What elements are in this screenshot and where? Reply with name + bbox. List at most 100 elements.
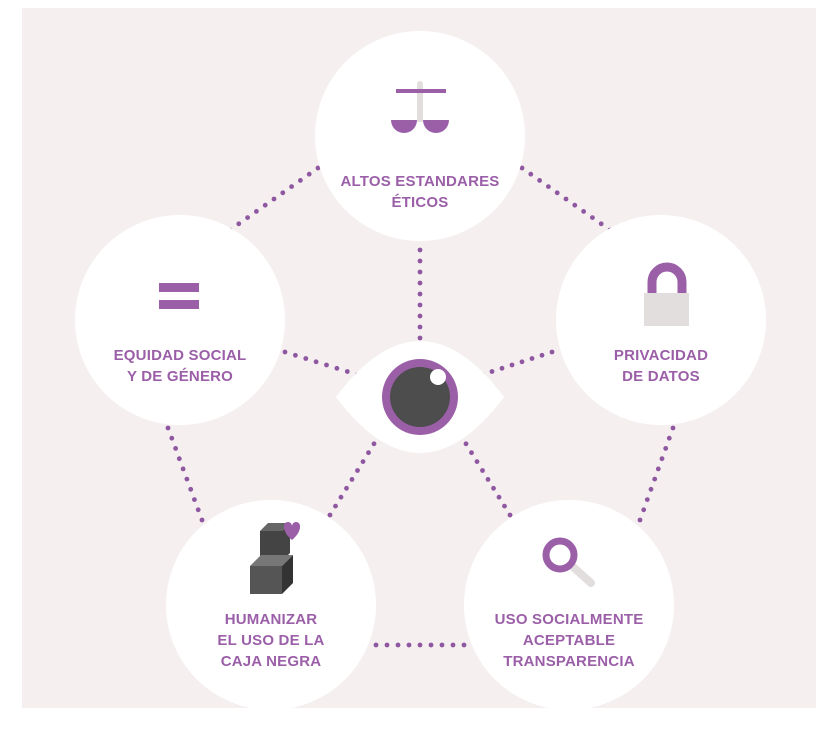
connector-dot [655, 466, 661, 472]
eye-icon [336, 341, 504, 453]
connector-dot [463, 441, 469, 447]
connector-dot [236, 221, 242, 227]
connector-dot [324, 362, 329, 368]
connector-dot [417, 269, 423, 275]
connector-dot [439, 642, 445, 648]
connector-dot [313, 359, 319, 365]
connector-dot [549, 349, 555, 355]
label-humanizar: HUMANIZAR EL USO DE LA CAJA NEGRA [217, 611, 325, 670]
connector-dot [461, 642, 467, 648]
connector-dot [491, 485, 496, 491]
connector-dot [282, 349, 288, 355]
connector-dot [572, 202, 578, 208]
connector-dot [303, 356, 309, 361]
connector-dot [474, 459, 480, 464]
connector-dot [176, 456, 182, 462]
connector-dot [333, 503, 338, 509]
connector-dot [489, 369, 495, 374]
connector-dot [327, 512, 333, 518]
node-circle-left [75, 215, 285, 425]
connector-dot [563, 196, 569, 202]
label-privacidad: PRIVACIDAD DE DATOS [613, 347, 709, 385]
dotted-connectors [165, 165, 676, 648]
connector-dot [192, 497, 197, 502]
connector-right-bottomright [637, 425, 676, 523]
connector-dot [417, 247, 423, 253]
connector-dot [417, 291, 423, 297]
scales-icon [391, 81, 449, 133]
connector-dot [428, 642, 434, 648]
connector-dot [417, 313, 423, 319]
connector-dot [529, 356, 535, 361]
connector-dot [417, 302, 423, 308]
equals-icon [159, 283, 199, 309]
connector-dot [539, 352, 545, 358]
connector-dot [180, 466, 186, 472]
connector-dot [417, 642, 423, 648]
connector-dot [644, 497, 650, 502]
connector-dot [165, 425, 171, 431]
connector-dot [652, 476, 658, 482]
connector-dot [373, 642, 379, 648]
connector-dot [546, 184, 551, 190]
connector-dot [360, 459, 366, 464]
connector-dot [406, 642, 412, 648]
connector-dot [528, 171, 534, 177]
connector-dot [366, 450, 371, 456]
connector-dot [670, 425, 676, 431]
label-uso-socialmente: USO SOCIALMENTE ACEPTABLE TRANSPARENCIA [494, 611, 644, 670]
connector-dot [280, 190, 286, 196]
connector-dot [417, 258, 423, 264]
connector-dot [355, 468, 360, 473]
connector-dot [417, 335, 423, 341]
connector-top-right [519, 165, 613, 233]
connector-dot [417, 324, 423, 330]
connector-dot [507, 512, 513, 518]
connector-dot [499, 365, 505, 371]
connector-left-bottomleft [165, 425, 205, 523]
connector-dot [245, 215, 251, 221]
connector-top-center [417, 247, 423, 341]
connector-dot [485, 477, 491, 482]
connector-dot [298, 178, 303, 183]
connector-dot [641, 507, 647, 513]
connector-dot [199, 517, 205, 523]
connector-dot [450, 642, 456, 648]
connector-dot [663, 446, 669, 451]
connector-dot [554, 190, 560, 196]
connector-dot [509, 362, 515, 368]
node-circle-top [315, 31, 525, 241]
connector-dot [519, 165, 525, 171]
connector-dot [254, 209, 259, 214]
connector-dot [334, 365, 340, 371]
connector-dot [537, 178, 542, 183]
connector-dot [659, 456, 665, 462]
connector-dot [469, 450, 474, 456]
label-altos-estandares: ALTOS ESTANDARES ÉTICOS [340, 173, 500, 211]
connector-dot [384, 642, 390, 648]
connector-dot [306, 171, 312, 177]
connector-dot [502, 503, 507, 509]
connector-dot [184, 476, 190, 482]
label-equidad-social: EQUIDAD SOCIAL Y DE GÉNERO [113, 347, 247, 385]
connector-dot [315, 165, 321, 171]
connector-dot [666, 435, 672, 441]
connector-dot [417, 280, 423, 286]
connector-top-left [227, 165, 321, 233]
connector-dot [173, 446, 179, 451]
connector-dot [262, 202, 268, 208]
connector-dot [598, 221, 604, 227]
connector-dot [289, 184, 294, 190]
connector-dot [349, 477, 355, 482]
connector-bottom [373, 642, 467, 648]
connector-dot [648, 486, 654, 492]
connector-dot [195, 507, 201, 513]
connector-dot [480, 468, 485, 473]
node-circle-bottom-right [464, 500, 674, 710]
connector-dot [581, 209, 586, 214]
connector-dot [519, 359, 525, 365]
connector-dot [590, 215, 595, 221]
connector-dot [344, 369, 350, 374]
connector-dot [338, 494, 344, 500]
